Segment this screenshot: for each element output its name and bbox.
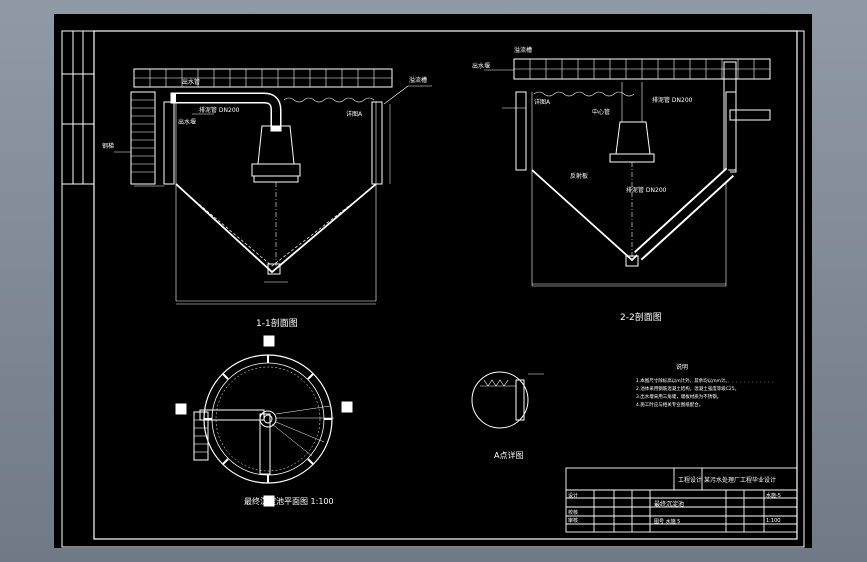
tb-row-design: 设计 (568, 492, 578, 499)
tb-drawing-no: 水施-5 (766, 492, 781, 499)
caption-section-2-2: 2-2剖面图 (620, 311, 662, 323)
tb-project: 工程设计 (678, 476, 702, 484)
detail-a (471, 371, 544, 429)
label-pipe-left: 排泥管 DN200 (199, 106, 240, 114)
tb-school: 某污水处理厂工程毕业设计 (704, 476, 776, 484)
label-reflector: 反射板 (570, 172, 588, 180)
label-weir-left: 出水堰 (178, 118, 196, 126)
label-weir-right: 出水堰 (472, 62, 490, 70)
label-detail-ref-left: 详图A (346, 110, 363, 118)
tb-scale: 1:100 (766, 518, 780, 524)
label-overflow-left: 溢流槽 (409, 76, 427, 84)
label-ladder: 钢梯 (102, 142, 114, 150)
section-1-1 (114, 68, 432, 305)
label-pipe-diag: 排泥管 DN200 (626, 186, 667, 194)
title-block (565, 467, 798, 533)
notes-heading: 说明 (676, 363, 688, 371)
label-center-pipe: 中心管 (592, 108, 610, 116)
notes-line-1: 1.本图尺寸除标高以m计外，其余均以mm计。 (636, 377, 730, 384)
cad-drawing: 出水管 溢流槽 排泥管 DN200 详图A 出水堰 钢梯 溢流槽 出水堰 排泥管… (61, 30, 805, 548)
section-2-2 (484, 58, 771, 287)
tb-bottom: 图号 水施 5 (654, 518, 680, 525)
caption-detail-a: A点详图 (494, 450, 523, 460)
label-top-left: 出水管 (182, 78, 200, 86)
label-top-right: 溢流槽 (514, 46, 532, 54)
notes-line-3: 3.出水堰采用三角堰，堰板材质为不锈钢。 (636, 393, 721, 400)
binding-margin (62, 31, 94, 185)
plan-view (175, 335, 353, 507)
label-pipe-right: 排泥管 DN200 (652, 96, 693, 104)
notes-line-4: 4.施工时应与相关专业图纸配合。 (636, 401, 703, 408)
drawing-sheet: 出水管 溢流槽 排泥管 DN200 详图A 出水堰 钢梯 溢流槽 出水堰 排泥管… (54, 14, 812, 548)
tb-drawing-name: 最终沉淀池 (654, 500, 684, 508)
outer-frame (61, 30, 805, 548)
caption-plan-view: 最终沉淀池平面图 1:100 (244, 496, 334, 506)
notes-line-2: 2.池体采用钢筋混凝土结构，混凝土强度等级C25。 (636, 385, 739, 392)
tb-row-review: 审核 (568, 517, 578, 524)
label-detail-ref-right: 详图A (534, 98, 551, 106)
tb-row-check: 校核 (568, 509, 578, 516)
inner-frame (93, 30, 798, 540)
caption-section-1-1: 1-1剖面图 (256, 317, 298, 329)
